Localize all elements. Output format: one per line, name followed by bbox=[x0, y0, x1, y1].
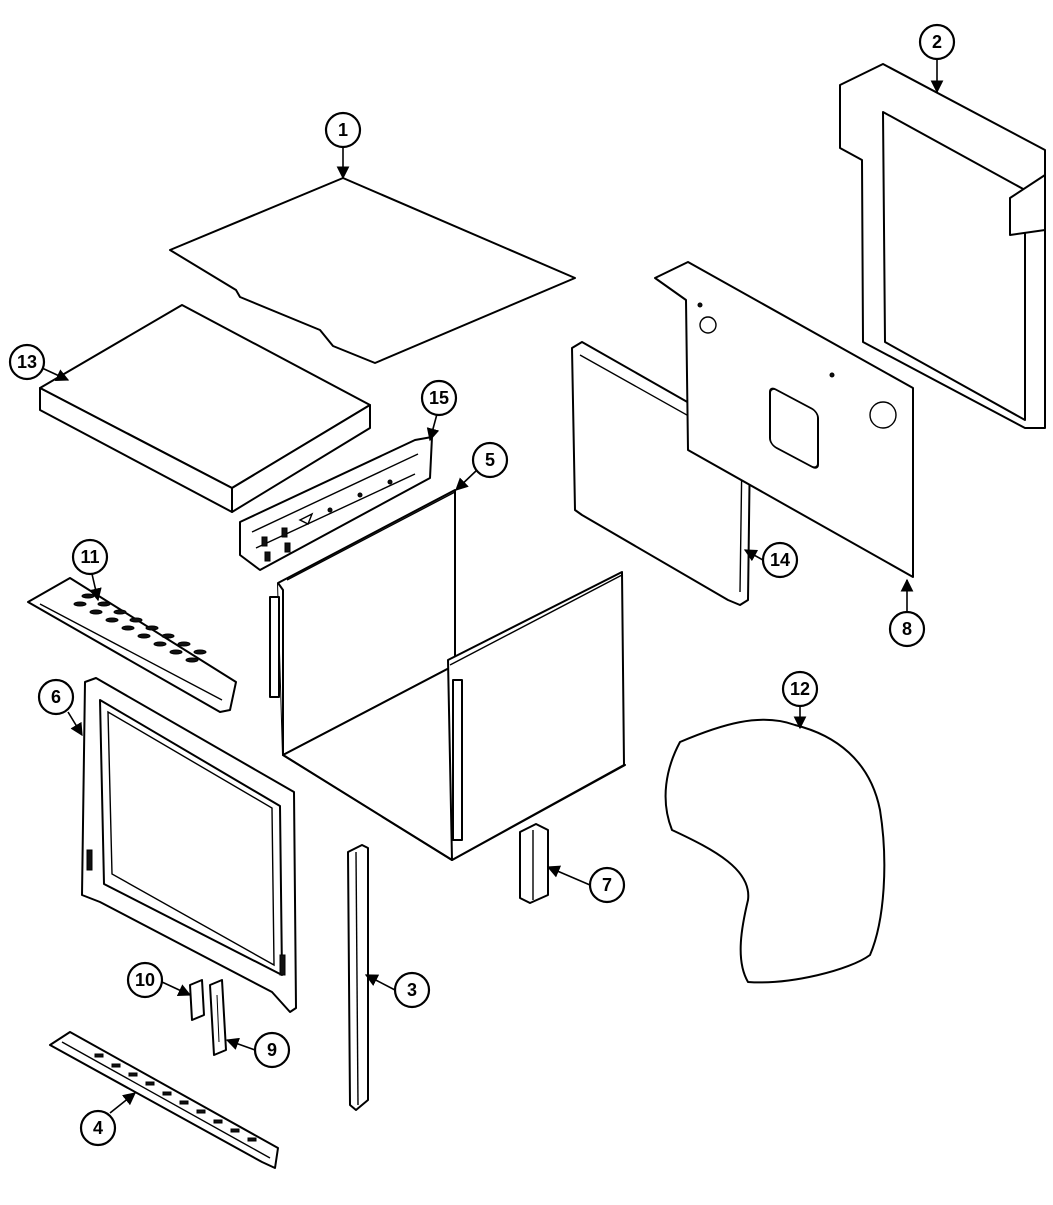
part-insulation-blanket bbox=[664, 718, 886, 984]
callout-13: 13 bbox=[8, 343, 70, 381]
callout-10: 10 bbox=[126, 961, 192, 999]
part-vent-strip bbox=[27, 577, 237, 713]
callout-15-label: 15 bbox=[429, 388, 449, 408]
callout-2-label: 2 bbox=[932, 32, 942, 52]
part-small-channel bbox=[519, 823, 549, 904]
callout-14: 14 bbox=[743, 541, 799, 579]
part-strip bbox=[209, 979, 227, 1056]
callout-9: 9 bbox=[225, 1031, 291, 1069]
callout-11: 11 bbox=[71, 538, 109, 602]
callout-12: 12 bbox=[781, 670, 819, 730]
part-cabinet-body bbox=[269, 489, 626, 861]
callout-4-label: 4 bbox=[93, 1118, 103, 1138]
callout-8-label: 8 bbox=[902, 619, 912, 639]
callout-2: 2 bbox=[918, 23, 956, 94]
callout-12-label: 12 bbox=[790, 679, 810, 699]
callout-6: 6 bbox=[37, 678, 83, 737]
callout-14-label: 14 bbox=[770, 550, 790, 570]
callout-13-label: 13 bbox=[17, 352, 37, 372]
part-bracket bbox=[239, 436, 433, 571]
part-top-panel bbox=[169, 177, 576, 364]
part-front-frame bbox=[81, 677, 297, 1013]
part-clip bbox=[189, 979, 205, 1021]
callout-9-label: 9 bbox=[267, 1040, 277, 1060]
callout-10-label: 10 bbox=[135, 970, 155, 990]
callout-11-label: 11 bbox=[80, 547, 99, 567]
callout-6-label: 6 bbox=[51, 687, 61, 707]
callout-8: 8 bbox=[888, 578, 926, 648]
callout-3-label: 3 bbox=[407, 980, 417, 1000]
part-vertical-trim bbox=[347, 844, 369, 1111]
part-insulation-block bbox=[39, 304, 371, 513]
part-bottom-strip bbox=[49, 1031, 279, 1169]
callout-1-label: 1 bbox=[338, 120, 348, 140]
callout-5: 5 bbox=[455, 441, 509, 491]
callout-7: 7 bbox=[546, 865, 626, 904]
callout-7-label: 7 bbox=[602, 875, 612, 895]
callout-5-label: 5 bbox=[485, 450, 495, 470]
callout-1: 1 bbox=[324, 111, 362, 180]
part-rear-frame bbox=[839, 63, 1046, 429]
part-rear-panel bbox=[654, 261, 914, 578]
callout-4: 4 bbox=[79, 1092, 136, 1147]
callout-3: 3 bbox=[364, 971, 431, 1009]
callout-15: 15 bbox=[420, 379, 458, 442]
